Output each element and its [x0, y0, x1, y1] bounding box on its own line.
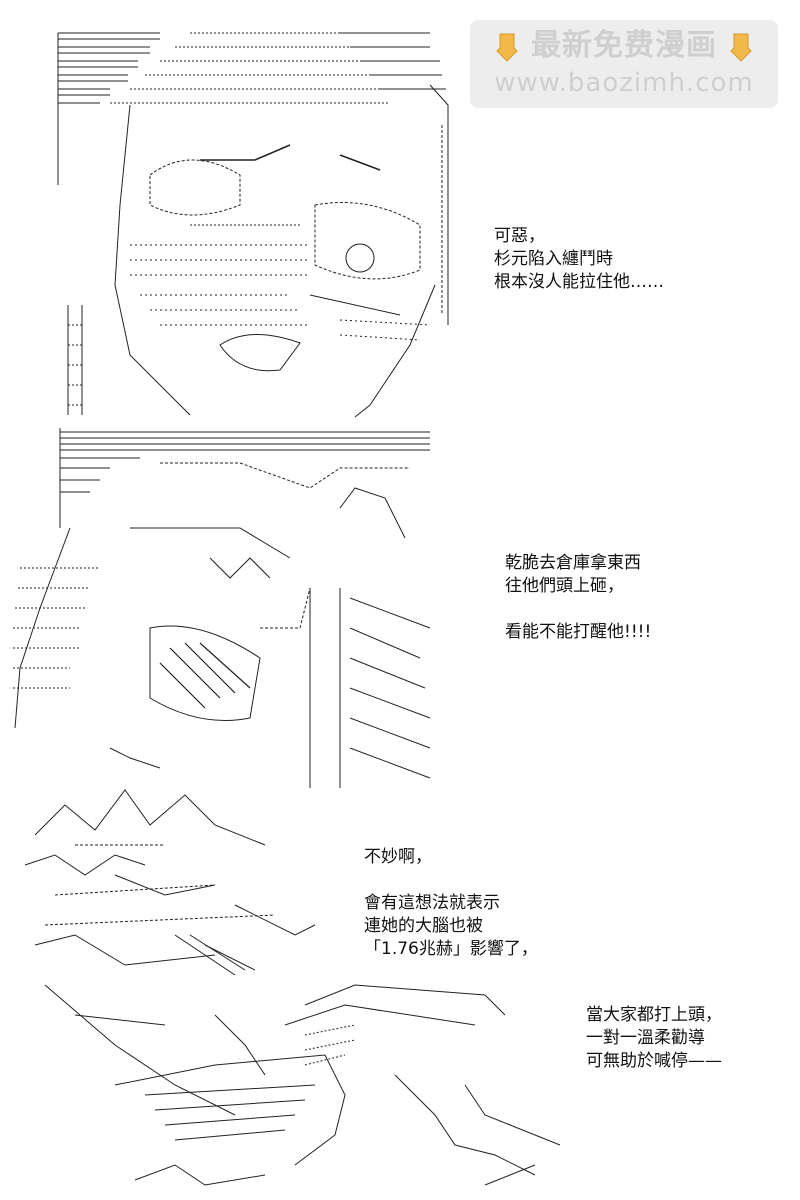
pointing-down-hand-icon [494, 32, 520, 62]
panel-2-caption: 乾脆去倉庫拿東西 往他們頭上砸， 看能不能打醒他!!!! [505, 552, 651, 644]
caption-gap [505, 598, 651, 621]
panel-1-drawing [57, 32, 449, 418]
caption-line: 根本沒人能拉住他…… [494, 272, 664, 292]
panel-1-right-pupil [345, 243, 375, 273]
watermark-url: www.baozimh.com [494, 68, 754, 98]
panel-3-hair-outline [34, 789, 266, 846]
panel-1-face-right-contour [354, 284, 436, 418]
panel-2-right-hair [309, 588, 431, 788]
caption-line: 連她的大腦也被 [364, 916, 483, 936]
watermark-title-row: 最新免费漫画 [470, 26, 778, 66]
caption-line: 往他們頭上砸， [505, 576, 624, 596]
caption-line: 一對一溫柔勸導 [586, 1028, 705, 1048]
panel-1-caption: 可惡， 杉元陷入纏鬥時 根本沒人能拉住他…… [494, 225, 664, 294]
caption-line: 「1.76兆赫」影響了， [364, 939, 538, 959]
caption-line: 看能不能打醒他!!!! [505, 622, 652, 642]
caption-line: 會有這想法就表示 [364, 893, 500, 913]
panel-2-eye [149, 625, 261, 721]
caption-line: 當大家都打上頭， [586, 1005, 722, 1025]
panel-1-mouth [219, 334, 301, 372]
panel-3-caption-b: 當大家都打上頭， 一對一溫柔勸導 可無助於喊停—— [586, 1004, 722, 1073]
panel-3-shadowed-figure-illustration [15, 785, 585, 1195]
panel-1-face-illustration [10, 25, 465, 420]
panel-1-right-eye [314, 202, 421, 280]
panel-3-caption: 不妙啊， 會有這想法就表示 連她的大腦也被 「1.76兆赫」影響了， [364, 846, 538, 961]
watermark: 最新免费漫画 www.baozimh.com [470, 20, 778, 108]
panel-2-hair-hatching [60, 431, 430, 493]
watermark-title: 最新免费漫画 [531, 28, 717, 63]
caption-line: 杉元陷入纏鬥時 [494, 249, 613, 269]
caption-line: 可無助於喊停—— [586, 1051, 722, 1071]
panel-3-face-shading [174, 934, 256, 976]
panel-3-drawing [24, 789, 561, 1186]
panel-1-face-left-contour [114, 104, 191, 416]
panel-1-left-eye [149, 159, 241, 216]
panel-3-arm [304, 984, 506, 1016]
panel-1-hat-brim [110, 32, 390, 104]
panel-2-drawing [13, 428, 431, 788]
panel-2-girl-illustration [10, 428, 440, 793]
caption-line: 可惡， [494, 226, 545, 246]
panel-1-hat-hatching [58, 32, 446, 104]
pointing-down-hand-icon [728, 32, 754, 62]
caption-gap [364, 869, 538, 892]
panel-3-hand [114, 1054, 346, 1166]
caption-line: 不妙啊， [364, 847, 432, 867]
caption-line: 乾脆去倉庫拿東西 [505, 553, 641, 573]
